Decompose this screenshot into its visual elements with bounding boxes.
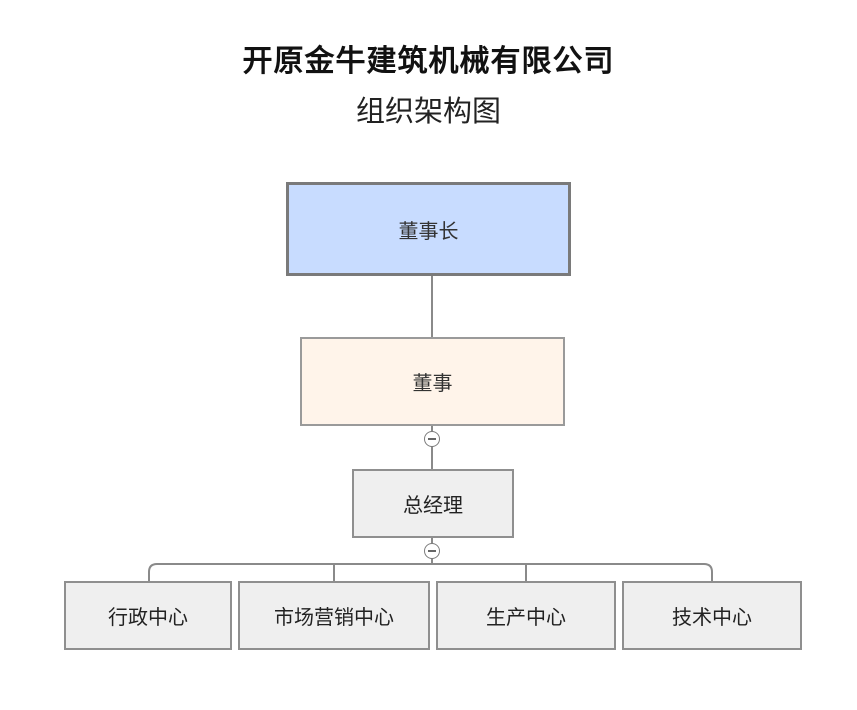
collapse-general-manager-icon[interactable] bbox=[424, 543, 440, 559]
general-manager-label: 总经理 bbox=[403, 493, 463, 517]
collapse-director-icon[interactable] bbox=[424, 431, 440, 447]
director-label: 董事 bbox=[412, 371, 453, 395]
department-node-admin[interactable]: 行政中心 bbox=[64, 581, 232, 650]
department-label-admin: 行政中心 bbox=[108, 605, 188, 629]
org-chart-title: 组织架构图 bbox=[355, 94, 501, 128]
company-title: 开原金牛建筑机械有限公司 bbox=[242, 44, 615, 79]
department-node-marketing[interactable]: 市场营销中心 bbox=[238, 581, 430, 650]
department-node-production[interactable]: 生产中心 bbox=[436, 581, 616, 650]
department-label-production: 生产中心 bbox=[486, 605, 566, 629]
connector-department-bus bbox=[148, 563, 713, 581]
director-node[interactable]: 董事 bbox=[300, 337, 565, 426]
department-node-tech[interactable]: 技术中心 bbox=[622, 581, 802, 650]
department-label-marketing: 市场营销中心 bbox=[274, 605, 394, 629]
department-label-tech: 技术中心 bbox=[672, 605, 752, 629]
chairman-label: 董事长 bbox=[398, 218, 459, 243]
chairman-node[interactable]: 董事长 bbox=[286, 182, 571, 276]
general-manager-node[interactable]: 总经理 bbox=[352, 469, 514, 538]
